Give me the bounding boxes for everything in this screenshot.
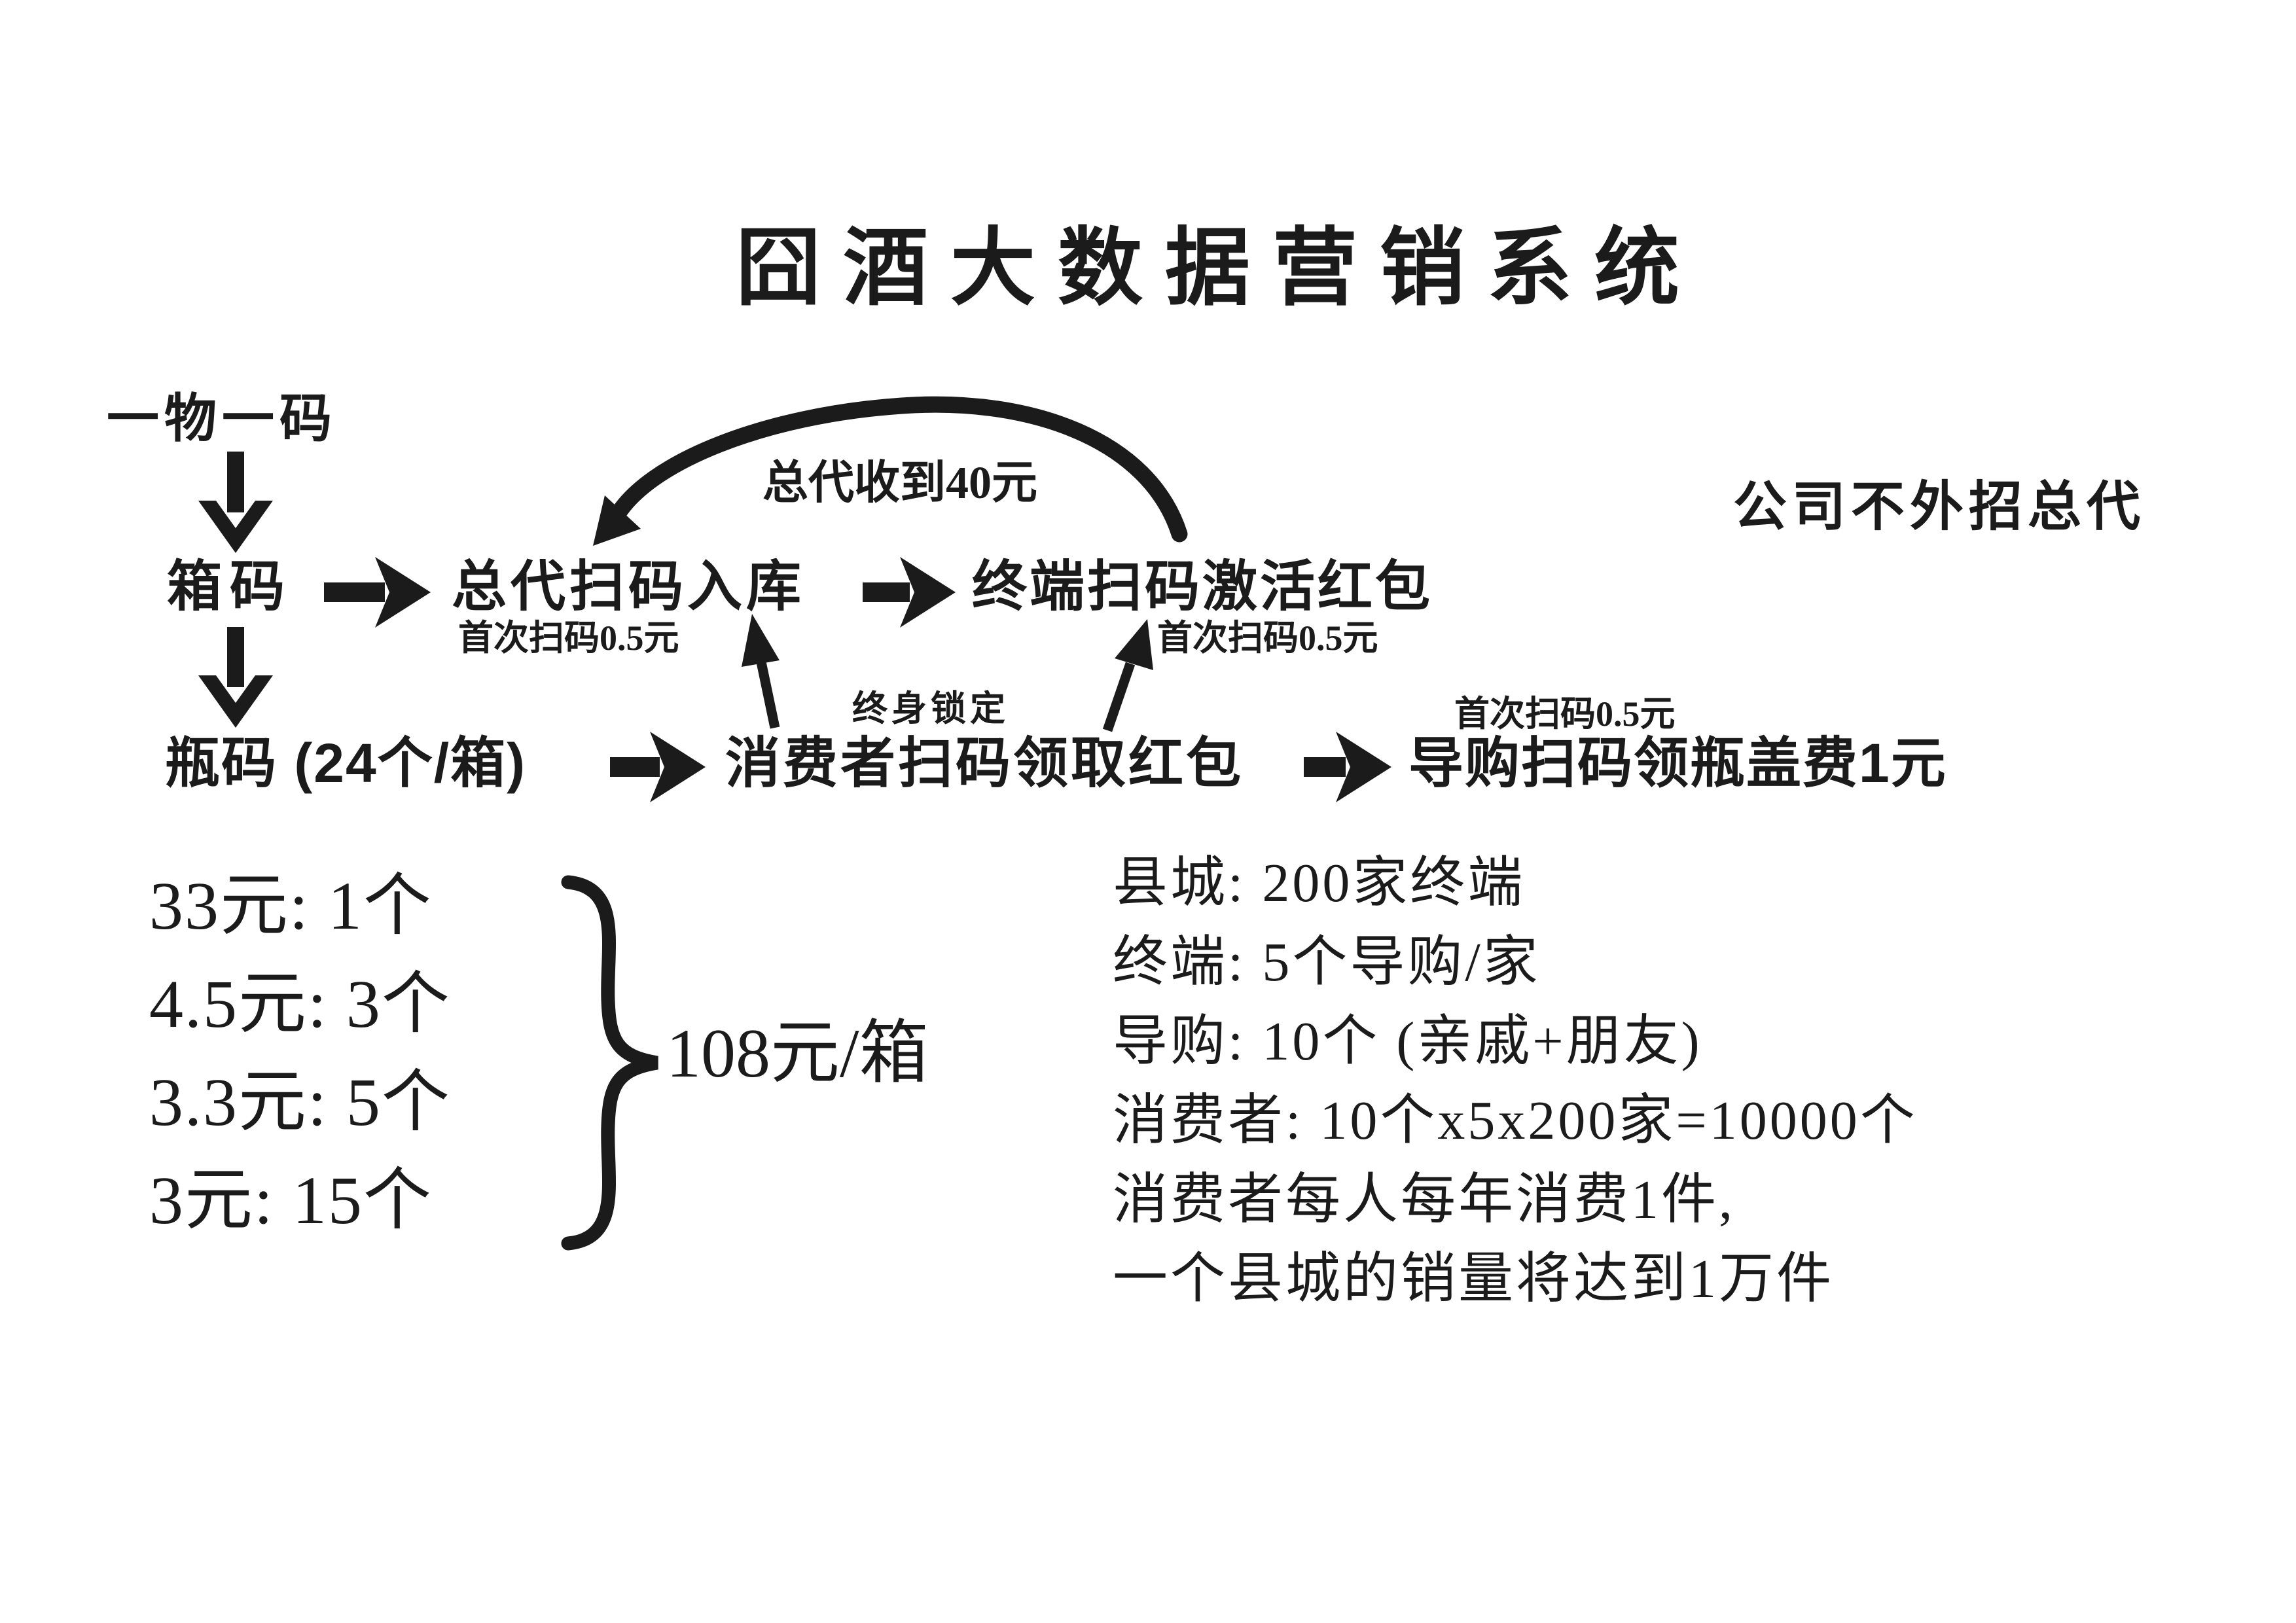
label-guide-first-scan: 首次扫码0.5元 [1454,694,1676,734]
red-packet-item: 3.3元: 5个 [149,1065,451,1140]
market-line: 终端: 5个导购/家 [1113,932,1541,993]
arrow-down-icon [198,452,273,553]
loop-arrow-icon [593,396,1188,546]
label-agent-first-scan: 首次扫码0.5元 [458,618,679,658]
arrow-right-icon [610,732,706,802]
red-packet-item: 3元: 15个 [149,1163,433,1238]
page-title: 囧酒大数据营销系统 [735,220,1702,315]
arrow-right-icon [863,557,956,628]
arrow-right-icon [324,557,431,628]
market-line: 一个县城的销量将达到1万件 [1113,1249,1835,1310]
red-packet-item: 4.5元: 3个 [149,967,451,1042]
brace-icon [561,875,658,1251]
market-line: 县城: 200家终端 [1113,853,1526,914]
label-one-item-one-code: 一物一码 [107,389,337,448]
label-agent-reward: 总代收到40元 [762,458,1037,508]
node-consumer-scan: 消费者扫码领取红包 [725,732,1244,794]
red-packet-total: 108元/箱 [666,1015,929,1092]
market-line: 消费者: 10个x5x200家=10000个 [1113,1090,1918,1151]
arrow-right-icon [1304,732,1391,802]
node-agent-scan-in: 总代扫码入库 [452,556,806,617]
node-box-code: 箱码 [167,556,293,617]
no-external-agents-note: 公司不外招总代 [1733,477,2146,537]
label-terminal-first-scan: 首次扫码0.5元 [1157,618,1378,658]
node-bottle-code: 瓶码 (24个/箱) [165,732,527,794]
node-guide-scan: 导购扫码领瓶盖费1元 [1408,732,1947,794]
market-line: 消费者每人每年消费1件, [1113,1169,1736,1230]
node-terminal-activate: 终端扫码激活红包 [972,556,1433,617]
arrow-up-icon [1102,619,1153,732]
label-lifetime-lock: 终身锁定 [852,689,1009,728]
arrow-up-icon [742,614,780,729]
market-line: 导购: 10个 (亲戚+朋友) [1113,1011,1702,1072]
arrow-down-icon [198,627,273,728]
red-packet-item: 33元: 1个 [149,868,433,944]
